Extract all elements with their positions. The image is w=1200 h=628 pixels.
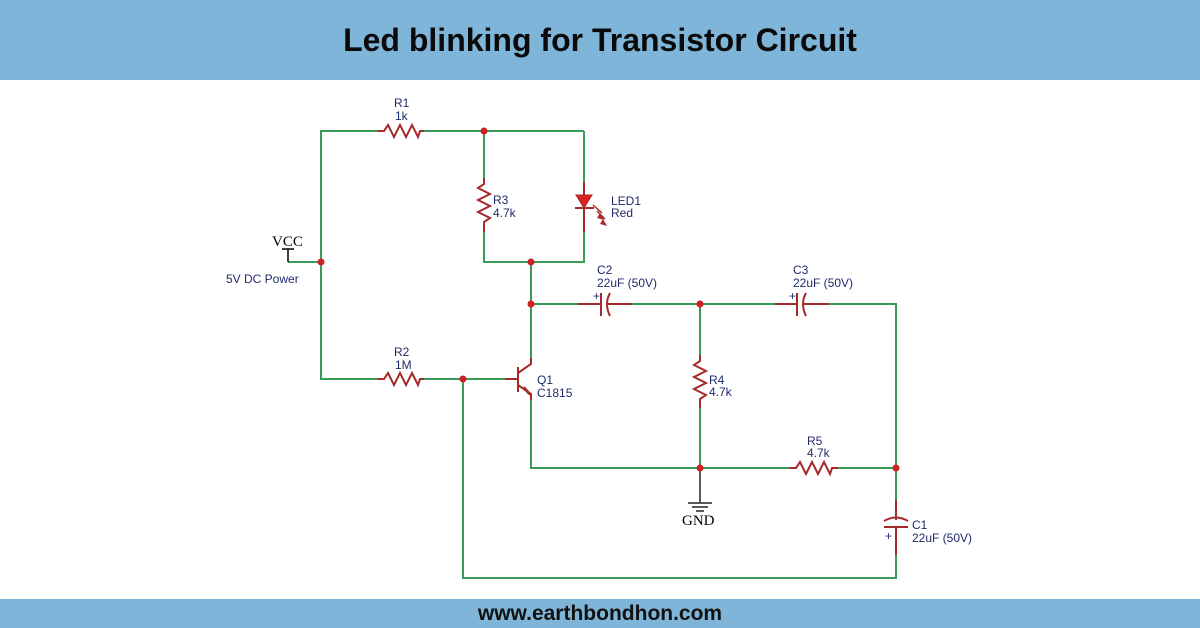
page-title: Led blinking for Transistor Circuit: [343, 21, 857, 58]
wire-left-loop: [320, 130, 378, 380]
footer-banner: www.earthbondhon.com: [0, 599, 1200, 628]
r3-resistor: [475, 178, 493, 232]
led-arrow-head-2: [600, 219, 607, 226]
junction-dot: [459, 375, 467, 383]
junction-dot: [696, 464, 704, 472]
r1-ref: R1: [394, 96, 410, 110]
r2-ref: R2: [394, 345, 410, 359]
led-triangle: [575, 194, 593, 209]
wire-r3-led-bottom: [483, 232, 585, 263]
r2-value: 1M: [395, 358, 412, 372]
junction-dot: [696, 300, 704, 308]
wire-c1-feedback: [462, 379, 897, 579]
r4-value: 4.7k: [709, 385, 733, 399]
r4-resistor: [691, 355, 709, 408]
junction-dot: [527, 258, 535, 266]
led1-value: Red: [611, 206, 633, 220]
r5-ref: R5: [807, 434, 823, 448]
ground-symbol: [688, 468, 712, 512]
r5-value: 4.7k: [807, 446, 831, 460]
r1-resistor: [378, 122, 424, 140]
c1-ref: C1: [912, 518, 928, 532]
junction-dot: [527, 300, 535, 308]
components: [378, 122, 909, 555]
r4-ref: R4: [709, 373, 725, 387]
r2-resistor: [378, 370, 424, 388]
q1-emitter-arrow: [523, 386, 532, 396]
c2-plus: +: [593, 289, 600, 303]
c3-plus: +: [789, 289, 796, 303]
led-light-arrow-1: [592, 204, 603, 214]
c3-ref: C3: [793, 263, 809, 277]
c1-plus: +: [885, 529, 892, 543]
vcc-symbol: [282, 248, 294, 262]
q1-collector: [517, 358, 532, 374]
c1-plate-curved: [883, 516, 909, 522]
title-banner: Led blinking for Transistor Circuit: [0, 0, 1200, 80]
c2-ref: C2: [597, 263, 613, 277]
wires: [288, 130, 897, 579]
q1-value: C1815: [537, 386, 573, 400]
r3-ref: R3: [493, 193, 509, 207]
c3-value: 22uF (50V): [793, 276, 853, 290]
vcc-label: VCC: [272, 234, 303, 250]
led1-ref: LED1: [611, 194, 641, 208]
junctions: [317, 127, 900, 472]
r3-value: 4.7k: [493, 206, 517, 220]
wire-emitter-gnd: [530, 400, 790, 469]
c1-value: 22uF (50V): [912, 531, 972, 545]
junction-dot: [480, 127, 488, 135]
r1-value: 1k: [395, 109, 409, 123]
website-url: www.earthbondhon.com: [477, 601, 723, 625]
gnd-label: GND: [682, 513, 715, 529]
vcc-description: 5V DC Power: [226, 272, 299, 286]
junction-dot: [317, 258, 325, 266]
r5-resistor: [790, 459, 838, 477]
led-arrow-head-1: [597, 213, 604, 220]
q1-ref: Q1: [537, 373, 553, 387]
c2-value: 22uF (50V): [597, 276, 657, 290]
wire-c3-right: [829, 303, 897, 500]
junction-dot: [892, 464, 900, 472]
